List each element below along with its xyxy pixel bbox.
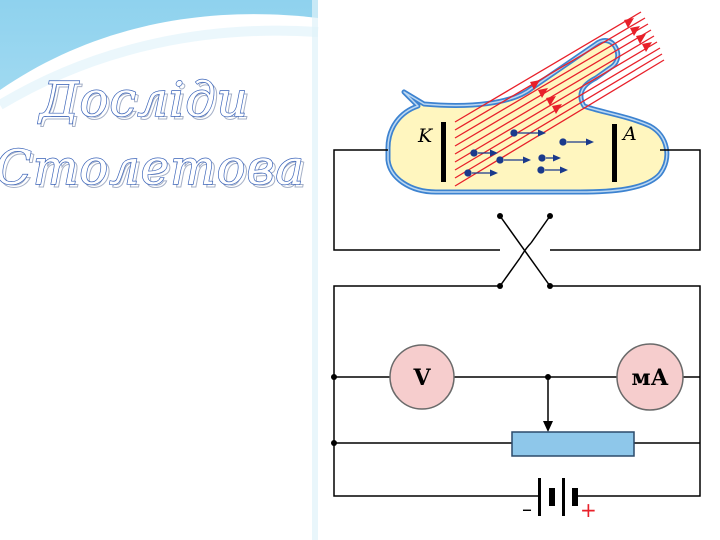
electron: [496, 156, 531, 164]
slide-title: Досліди Досліди Столетова Столетова: [0, 71, 308, 199]
cathode: K: [417, 122, 446, 182]
vacuum-tube: [385, 38, 670, 195]
milliammeter: мА: [616, 343, 684, 411]
tube-glass: [385, 38, 670, 195]
milliammeter-label: мА: [631, 365, 668, 391]
left-decor-panel: [0, 0, 319, 540]
title-shadow-2: Столетова: [0, 143, 308, 199]
anode-label: A: [621, 123, 637, 145]
circuit-wires: [333, 149, 701, 497]
electron: [464, 169, 498, 177]
title-line-1: Досліди: [37, 72, 248, 128]
electrons: [464, 129, 594, 177]
battery-minus-label: –: [522, 497, 532, 521]
title-line-2: Столетова: [0, 140, 305, 196]
electron: [510, 129, 546, 137]
electron: [470, 149, 498, 157]
rheostat: [511, 431, 635, 457]
voltmeter-label: V: [412, 365, 431, 391]
electron: [559, 138, 594, 146]
junction-dots: [331, 213, 553, 446]
battery: – +: [522, 478, 597, 522]
electron: [538, 154, 561, 162]
light-ray-arrows: [530, 18, 652, 114]
cathode-label: K: [417, 125, 434, 147]
voltmeter: V: [389, 344, 455, 410]
anode: A: [612, 123, 637, 182]
battery-plus-label: +: [580, 498, 597, 522]
title-shadow-1: Досліди: [40, 75, 251, 131]
electron: [537, 166, 568, 174]
